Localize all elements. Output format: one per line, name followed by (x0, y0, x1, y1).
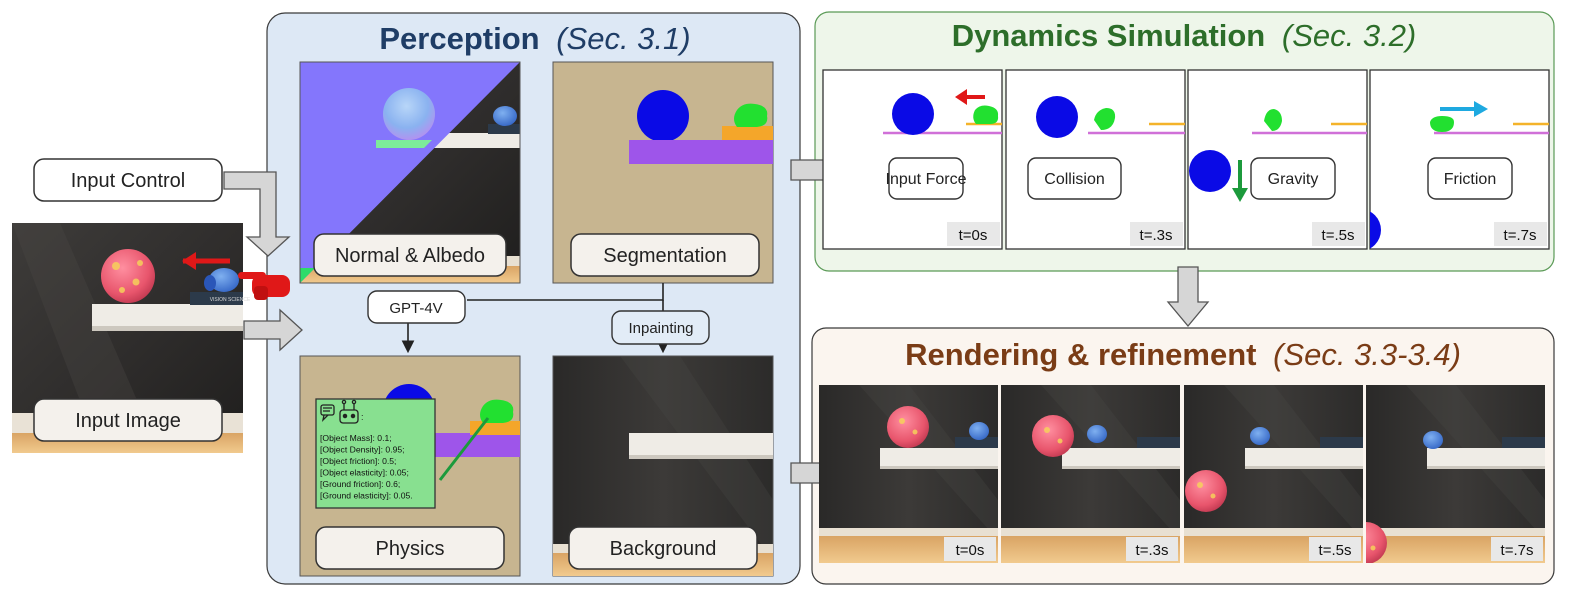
sim-frame-time: t=0s (959, 227, 988, 244)
gravity-arrow (1232, 188, 1248, 202)
toy (1430, 116, 1454, 132)
render-frame: t=.3s (1001, 385, 1180, 563)
ball (1366, 522, 1387, 563)
control-to-perception-arrow (223, 171, 291, 257)
segmentation-image: Segmentation (552, 61, 774, 284)
sim-frame: Friction t=.7s (1369, 69, 1550, 250)
dynamics-title: Dynamics Simulation (Sec. 3.2) (952, 18, 1417, 53)
segmentation-label: Segmentation (603, 245, 726, 267)
physics-label: Physics (376, 538, 445, 560)
elephant-toy (1423, 431, 1443, 449)
sim-frame-label: Friction (1444, 171, 1496, 188)
physics-param-line: [Object Mass]: 0.1; (320, 433, 392, 443)
force-arrow (955, 89, 967, 105)
physics-param-line: [Object Density]: 0.95; (320, 445, 405, 455)
gpt4v-box: GPT-4V (367, 290, 466, 324)
sphere (1036, 96, 1078, 138)
sphere (892, 93, 934, 135)
rendering-title: Rendering & refinement (Sec. 3.3-3.4) (905, 337, 1461, 372)
svg-text::: : (361, 412, 364, 422)
toy (1094, 108, 1116, 130)
render-frame-time: t=.3s (1136, 542, 1169, 559)
sim-frame: Gravity t=.5s (1187, 69, 1368, 250)
render-frame-time: t=.5s (1319, 542, 1352, 559)
ball (887, 406, 929, 448)
sim-frame-label: Input Force (886, 171, 967, 188)
ball (1032, 415, 1074, 457)
input-control-box: Input Control (33, 158, 223, 202)
sim-frame: Input Force t=0s (822, 69, 1003, 250)
render-frame: t=.7s (1366, 385, 1545, 563)
physics-param-line: [Object friction]: 0.5; (320, 456, 396, 466)
physics-params-list: [Object Mass]: 0.1; [Object Density]: 0.9… (320, 433, 413, 501)
sim-frame: Collision t=.3s (1005, 69, 1186, 250)
elephant-toy (1087, 425, 1107, 443)
dynamics-frames: Input Force t=0s Collision t=.3s Gravity t=.5… (822, 69, 1550, 250)
sim-frame-time: t=.3s (1140, 227, 1173, 244)
image-to-perception-arrow (243, 308, 303, 352)
inpainting-label: Inpainting (628, 320, 693, 337)
sim-frame-label: Collision (1044, 171, 1104, 188)
toy (973, 105, 999, 124)
perception-title: Perception (Sec. 3.1) (379, 21, 690, 56)
robot-icon (339, 399, 359, 424)
sim-frame-time: t=.7s (1504, 227, 1537, 244)
sphere (1189, 150, 1231, 192)
render-frame-time: t=0s (956, 542, 985, 559)
input-image: VISION SCIENCE Input Image (12, 223, 290, 453)
sim-frame-label: Gravity (1268, 171, 1319, 188)
sphere (1370, 211, 1381, 249)
elephant-toy (1250, 427, 1270, 445)
ball (1185, 470, 1227, 512)
render-frame: t=0s (819, 385, 998, 563)
friction-arrow (1474, 101, 1488, 117)
toy (1264, 109, 1282, 131)
pointing-hand-icon (238, 272, 290, 300)
dynamics-to-rendering-arrow (1166, 266, 1210, 328)
physics-param-line: [Ground friction]: 0.6; (320, 479, 400, 489)
background-image: Background (552, 355, 774, 577)
rendering-frames: t=0s t=.3s t=.5s t=.7s (819, 385, 1545, 563)
input-control-label: Input Control (71, 170, 186, 192)
sim-frame-time: t=.5s (1322, 227, 1355, 244)
physics-param-line: [Ground elasticity]: 0.05. (320, 491, 413, 501)
connector-lines (401, 283, 670, 354)
normal-albedo-image: Normal & Albedo (299, 61, 521, 284)
background-label: Background (610, 538, 717, 560)
svg-text:VISION SCIENCE: VISION SCIENCE (210, 297, 251, 303)
physics-param-line: [Object elasticity]: 0.05; (320, 468, 409, 478)
gpt4v-label: GPT-4V (389, 300, 442, 317)
elephant-toy (969, 422, 989, 440)
chat-icon (320, 404, 335, 422)
input-image-label: Input Image (75, 410, 181, 432)
physics-params-box (315, 398, 436, 509)
render-frame-time: t=.7s (1501, 542, 1534, 559)
inpainting-box: Inpainting (611, 310, 710, 345)
physics-image: : [Object Mass]: 0.1; [Object Density]: 0… (299, 355, 521, 577)
render-frame: t=.5s (1184, 385, 1363, 563)
normal-albedo-label: Normal & Albedo (335, 245, 485, 267)
